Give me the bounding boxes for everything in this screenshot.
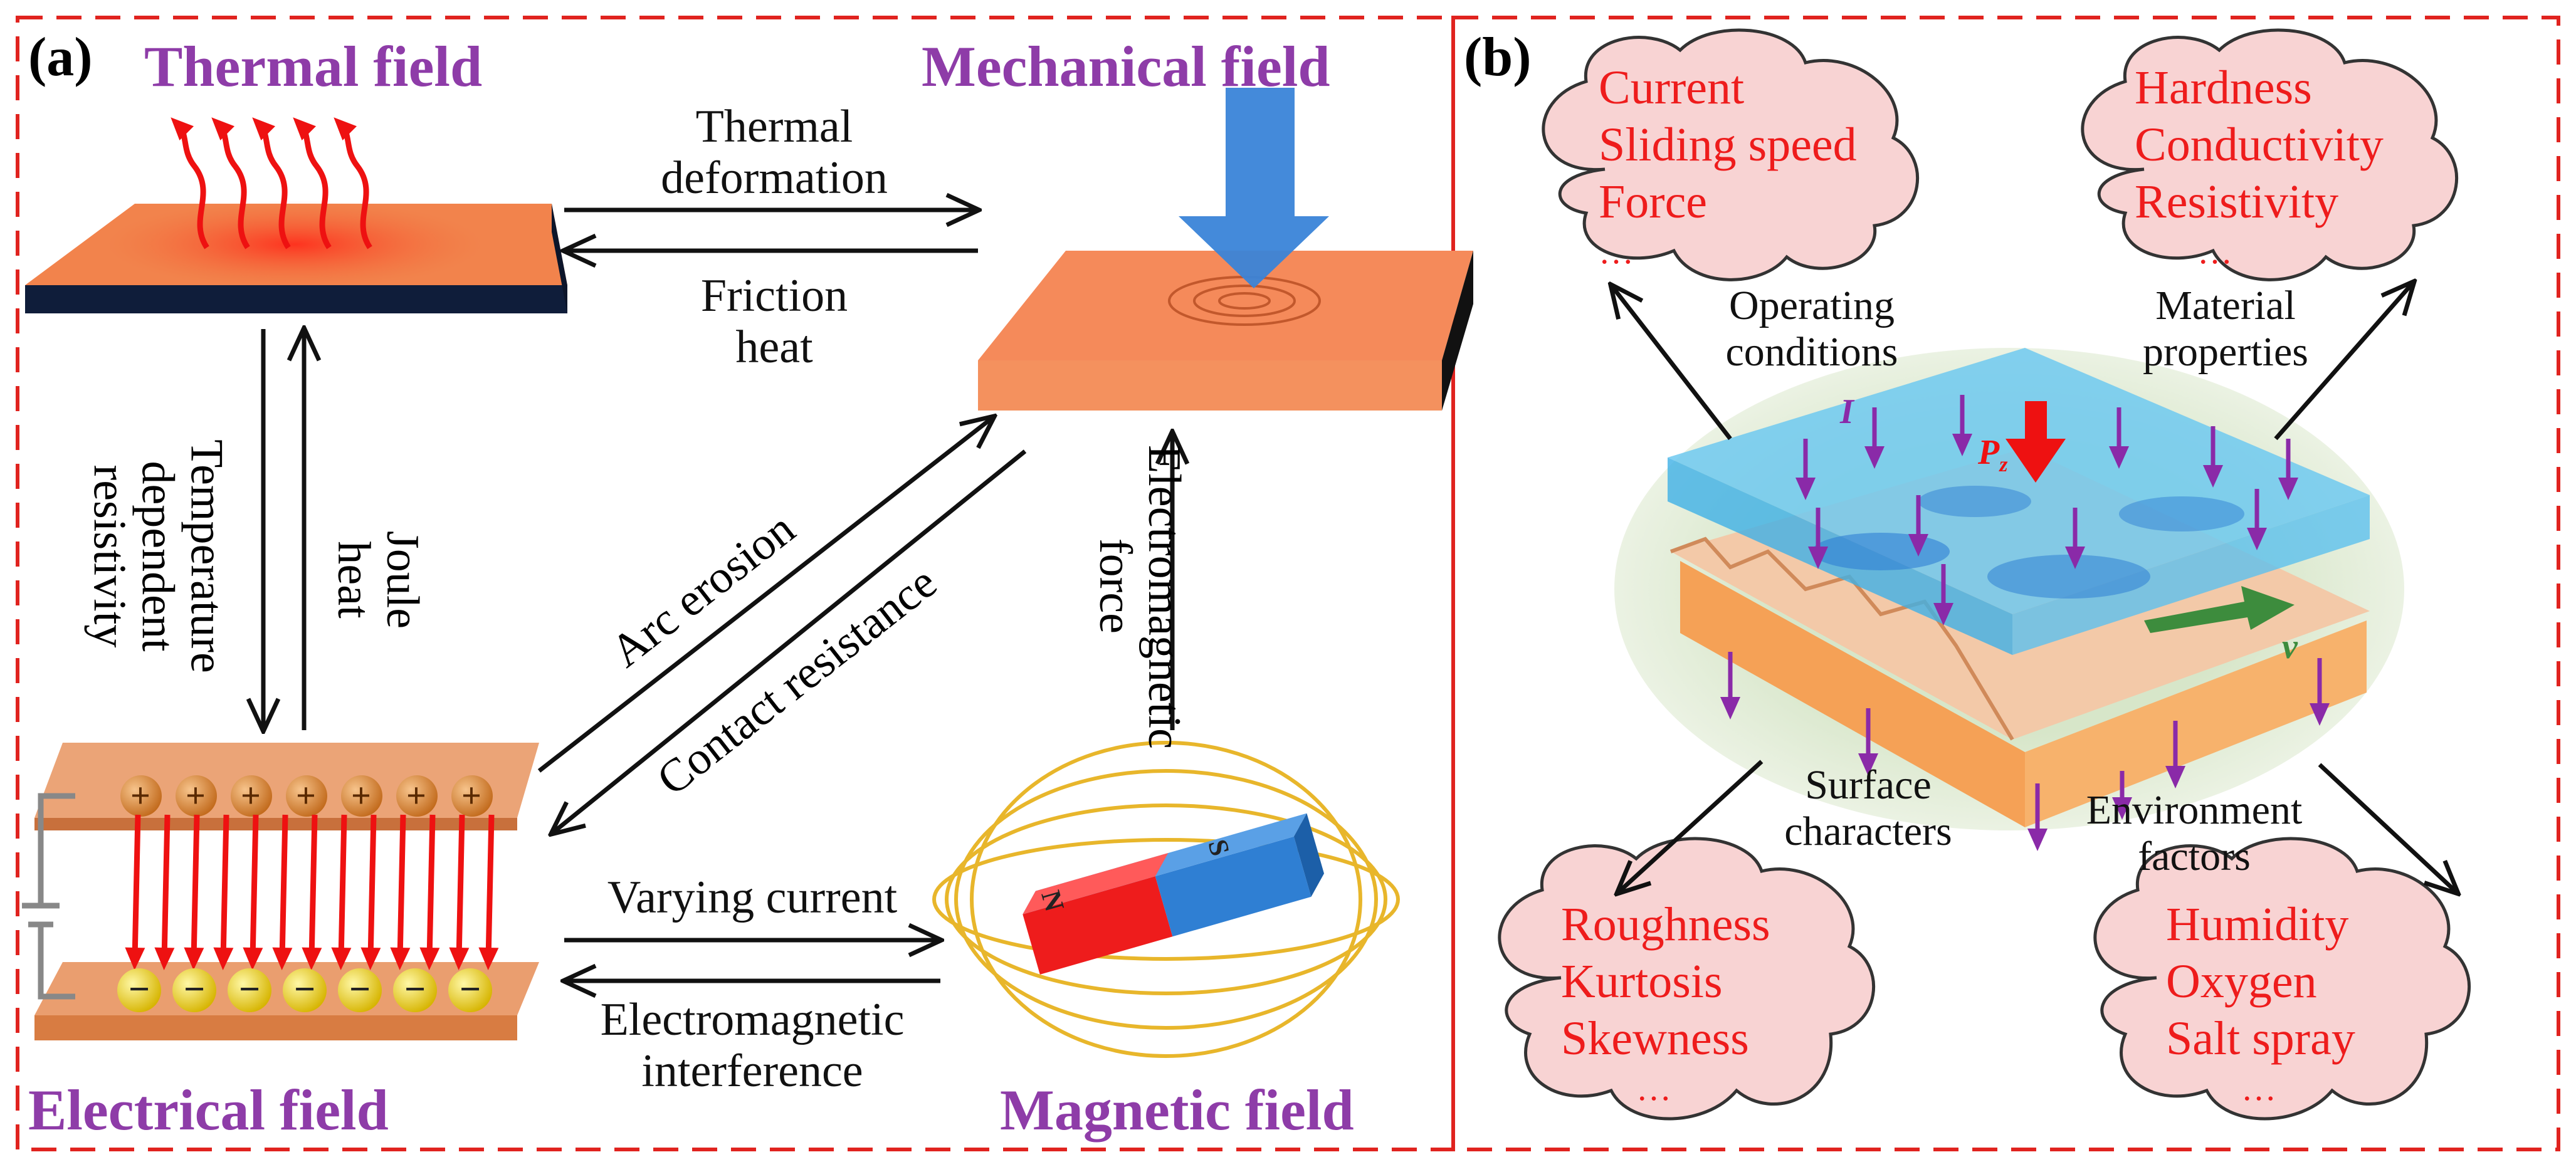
minus-sign: − bbox=[460, 968, 481, 1010]
panel-b-label: (b) bbox=[1464, 27, 1532, 88]
label-electromagnetic-interference: Electromagnetic interference bbox=[600, 994, 905, 1097]
category-arrows bbox=[1611, 282, 2458, 893]
heat-wave-arrows bbox=[171, 117, 372, 249]
negative-charge bbox=[393, 968, 437, 1012]
minus-sign: − bbox=[349, 968, 371, 1010]
plus-sign: + bbox=[406, 777, 426, 815]
field-arrow bbox=[243, 814, 263, 970]
field-arrow bbox=[478, 814, 499, 970]
lower-body-front bbox=[2025, 620, 2367, 827]
cloud-material-list: Hardness Conductivity Resistivity … bbox=[2135, 61, 2384, 271]
cloud-operating-list: Current Sliding speed Force … bbox=[1599, 61, 1857, 271]
field-arrow bbox=[302, 814, 322, 970]
velocity-arrow bbox=[2144, 586, 2295, 633]
cloud-surface bbox=[1498, 837, 1876, 1121]
label-joule-heat: Joule heat bbox=[328, 530, 428, 629]
relation-arrows bbox=[263, 210, 1172, 981]
thermal-field-title: Thermal field bbox=[144, 34, 483, 98]
field-arrow bbox=[213, 814, 234, 970]
magnetic-field-title: Magnetic field bbox=[1000, 1078, 1354, 1142]
field-arrow bbox=[449, 814, 470, 970]
cloud-environment-list: Humidity Oxygen Salt spray … bbox=[2166, 898, 2355, 1108]
panel-a-label: (a) bbox=[28, 27, 93, 88]
positive-charge bbox=[451, 775, 493, 817]
field-arrow bbox=[125, 814, 145, 970]
arrow-electrical-to-mechanical bbox=[537, 417, 994, 773]
pz-force-arrow bbox=[2006, 401, 2066, 483]
mechanical-plate bbox=[978, 251, 1473, 411]
contact-block bbox=[1668, 348, 2370, 827]
electric-field-arrows bbox=[125, 814, 499, 970]
positive-charge bbox=[231, 775, 272, 817]
cloud-operating bbox=[1542, 28, 1920, 281]
label-electromagnetic-force: Electromagnetic force bbox=[1090, 445, 1190, 749]
negative-charge bbox=[117, 968, 161, 1012]
field-arrow bbox=[331, 814, 352, 970]
mechanical-field-title: Mechanical field bbox=[922, 34, 1330, 98]
lower-body-side bbox=[1680, 561, 2025, 827]
field-arrow bbox=[154, 814, 175, 970]
symbol-velocity-v: v bbox=[2282, 627, 2298, 666]
positive-charges bbox=[120, 775, 493, 817]
minus-sign: − bbox=[239, 968, 261, 1010]
pressure-arrows bbox=[1720, 395, 2330, 851]
plus-sign: + bbox=[241, 777, 261, 815]
positive-charge bbox=[341, 775, 382, 817]
cloud-surface-list: Roughness Kurtosis Skewness … bbox=[1561, 898, 1770, 1108]
plus-sign: + bbox=[186, 777, 206, 815]
magnetic-field-lines bbox=[932, 741, 1400, 1058]
negative-charge bbox=[228, 968, 271, 1012]
battery-circuit bbox=[22, 793, 75, 1000]
field-arrow bbox=[272, 814, 293, 970]
label-temperature-resistivity: Temperature dependent resistivity bbox=[83, 439, 233, 673]
field-arrow bbox=[419, 814, 440, 970]
thermal-plate bbox=[25, 201, 567, 313]
minus-sign: − bbox=[129, 968, 150, 1010]
negative-charge bbox=[283, 968, 327, 1012]
minus-sign: − bbox=[294, 968, 316, 1010]
bar-magnet bbox=[1023, 813, 1325, 975]
plus-sign: + bbox=[296, 777, 316, 815]
symbol-current-I: I bbox=[1840, 392, 1854, 431]
field-arrow bbox=[360, 814, 381, 970]
label-thermal-deformation: Thermal deformation bbox=[661, 101, 888, 204]
minus-sign: − bbox=[404, 968, 426, 1010]
label-varying-current: Varying current bbox=[607, 872, 898, 923]
symbol-pressure-Pz: Pz bbox=[1978, 433, 2008, 477]
force-arrow-blue bbox=[1179, 88, 1329, 288]
panel-b-border bbox=[1451, 16, 2560, 1151]
label-environment-factors: Environment factors bbox=[2086, 787, 2303, 879]
arrow-to-surface bbox=[1617, 760, 1764, 893]
arrow-to-material bbox=[2274, 282, 2414, 441]
arrow-mechanical-to-electrical bbox=[552, 449, 1027, 834]
plus-sign: + bbox=[461, 777, 481, 815]
arrow-to-operating bbox=[1611, 285, 1732, 441]
cloud-material bbox=[2081, 28, 2459, 281]
label-operating-conditions: Operating conditions bbox=[1725, 283, 1898, 375]
minus-sign: − bbox=[184, 968, 206, 1010]
positive-charge bbox=[286, 775, 327, 817]
negative-charge bbox=[338, 968, 382, 1012]
label-friction-heat: Friction heat bbox=[700, 270, 848, 373]
negative-charge bbox=[172, 968, 216, 1012]
positive-charge bbox=[396, 775, 438, 817]
plus-sign: + bbox=[130, 777, 150, 815]
electrical-field-title: Electrical field bbox=[28, 1078, 389, 1142]
negative-charges bbox=[117, 968, 492, 1012]
field-arrow bbox=[184, 814, 204, 970]
plus-sign: + bbox=[351, 777, 371, 815]
arrow-to-environment bbox=[2318, 763, 2458, 893]
positive-charge bbox=[120, 775, 162, 817]
label-material-properties: Material properties bbox=[2143, 283, 2308, 375]
cloud-environment bbox=[2093, 837, 2471, 1121]
negative-charge bbox=[448, 968, 492, 1012]
field-arrow bbox=[390, 814, 411, 970]
upper-body-top bbox=[1668, 348, 2370, 614]
upper-body-front bbox=[2012, 495, 2370, 655]
positive-charge bbox=[176, 775, 217, 817]
label-surface-characters: Surface characters bbox=[1784, 762, 1952, 854]
